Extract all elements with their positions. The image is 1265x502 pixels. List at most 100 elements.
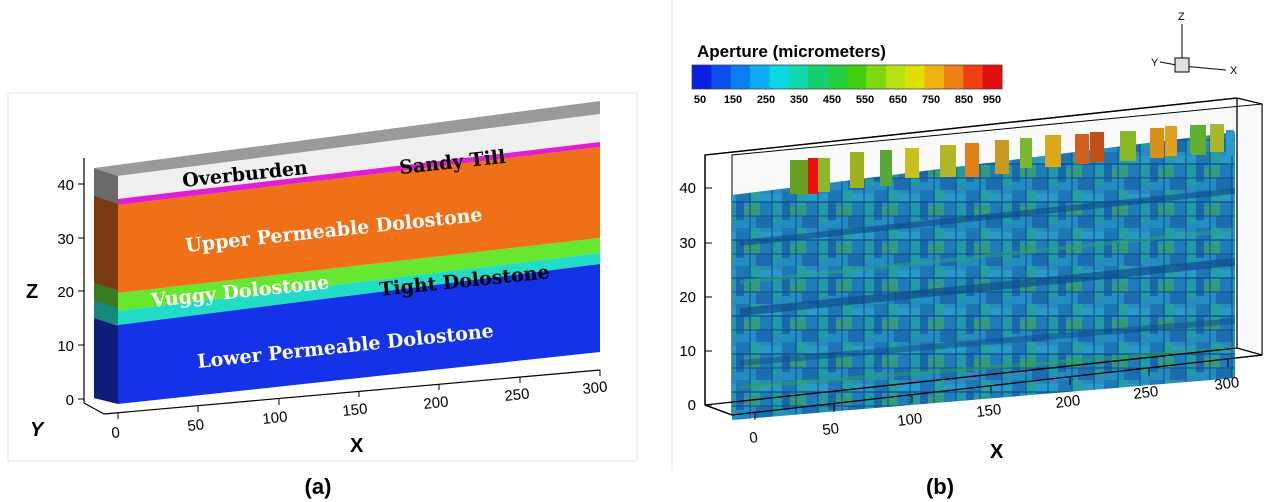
fracture-plane [995, 140, 1009, 174]
b-x-tick-label: 200 [1054, 392, 1081, 412]
b-x-tick-label: 250 [1132, 383, 1159, 403]
fracture-plane [1090, 132, 1104, 162]
block-left-face-lower [94, 318, 118, 404]
fracture-bands [740, 188, 1235, 389]
fracture-plane [1075, 134, 1089, 164]
colorbar-border [691, 64, 1003, 90]
fracture-plane [850, 152, 864, 188]
triad-cube [1174, 57, 1190, 73]
a-x-axis-title: X [350, 435, 364, 457]
fracture-plane [1190, 125, 1206, 155]
b-x-tick-label: 150 [975, 401, 1002, 421]
colorbar-tick-label: 450 [823, 94, 841, 106]
layer-lower-permeable [118, 264, 600, 404]
colorbar-swatch [769, 65, 790, 89]
colorbar-tick-label: 50 [694, 94, 706, 106]
colorbar-tick-label: 950 [983, 94, 1001, 106]
a-x-axis-line [103, 369, 601, 415]
colorbar-title: Aperture (micrometers) [697, 42, 886, 61]
bbox-front-top [704, 97, 1238, 156]
a-x-tick-label: 250 [504, 385, 531, 405]
layer-vuggy [118, 238, 600, 311]
a-x-tick-label: 0 [111, 424, 121, 442]
colorbar-tick-label: 550 [856, 94, 874, 106]
top-fractures [790, 124, 1234, 194]
b-x-tick-label: 300 [1213, 374, 1240, 394]
fracture-band [740, 258, 1235, 316]
layer-overburden [118, 114, 600, 199]
colorbar-swatch [730, 65, 751, 89]
fracture-plane [1226, 130, 1234, 156]
colorbar-swatch [885, 65, 906, 89]
colorbar-swatch [924, 65, 945, 89]
panel-a-label: (a) [305, 474, 332, 499]
colorbar-tick-label: 350 [790, 94, 808, 106]
colorbar-tick-label: 250 [757, 94, 775, 106]
a-x-ticks: 0 50 100 150 200 250 300 [111, 370, 608, 442]
a-z-tick-label: 20 [57, 284, 74, 301]
triad-y-label: Y [1151, 57, 1159, 69]
fracture-plane [965, 143, 979, 177]
block-left-face-green [94, 283, 118, 308]
colorbar [691, 64, 1003, 90]
fracture-band [740, 188, 1235, 246]
a-x-tick-label: 150 [342, 400, 369, 420]
fracture-plane [818, 158, 830, 192]
a-z-tick-label: 30 [57, 231, 74, 248]
colorbar-tick-label: 150 [724, 94, 742, 106]
a-y-axis-line [83, 402, 105, 415]
colorbar-swatch [982, 65, 1003, 89]
a-y-axis-title: Y [30, 419, 45, 441]
layer-upper-permeable [118, 147, 600, 293]
block-left-face-orange [94, 196, 118, 290]
colorbar-swatch [750, 65, 771, 89]
a-z-tick-label: 40 [57, 177, 74, 194]
colorbar-ticks: 50 150 250 350 450 550 650 750 850 950 [694, 94, 1001, 106]
bbox-front-bottom [704, 347, 1238, 406]
fracture-plane [1210, 124, 1224, 152]
colorbar-swatch [866, 65, 887, 89]
b-x-axis-title: X [990, 441, 1004, 463]
colorbar-swatch [711, 65, 732, 89]
colorbar-swatch [943, 65, 964, 89]
colorbar-tick-label: 850 [955, 94, 973, 106]
b-z-tick-label: 0 [688, 397, 696, 414]
a-z-tick-label: 0 [66, 392, 74, 409]
fracture-plane [1020, 138, 1032, 168]
triad-x-label: X [1230, 65, 1238, 77]
triad-z-label: Z [1178, 11, 1185, 23]
colorbar-swatch [905, 65, 926, 89]
fracture-band [740, 228, 1235, 284]
b-x-tick-label: 0 [748, 429, 758, 447]
b-z-tick-label: 20 [679, 289, 696, 306]
colorbar-swatch [963, 65, 984, 89]
fracture-band [740, 318, 1235, 366]
fracture-plane [905, 148, 919, 178]
fracture-plane [790, 160, 808, 194]
colorbar-tick-label: 750 [922, 94, 940, 106]
colorbar-swatch [788, 65, 809, 89]
fracture-plane [940, 145, 956, 177]
b-z-tick-label: 40 [679, 180, 696, 197]
a-z-axis-title: Z [26, 281, 38, 303]
colorbar-swatch [692, 65, 712, 89]
fracture-plane [808, 158, 818, 194]
panel-a: Overburden Sandy Till Upper Permeable Do… [7, 92, 638, 499]
b-x-axis-line [731, 354, 1263, 416]
a-x-tick-label: 100 [262, 408, 289, 428]
bbox-right-depth [1236, 347, 1263, 356]
colorbar-swatch [808, 65, 829, 89]
b-x-ticks: 0 50 100 150 200 250 300 [748, 359, 1240, 447]
fracture-plane [880, 150, 892, 186]
a-z-tick-label: 10 [57, 338, 74, 355]
fracture-plane [1165, 126, 1177, 156]
colorbar-swatch [847, 65, 867, 89]
b-z-tick-label: 10 [679, 343, 696, 360]
a-x-tick-label: 200 [423, 393, 450, 413]
colorbar-swatch [827, 65, 848, 89]
colorbar-tick-label: 650 [889, 94, 907, 106]
a-z-ticks: 0 10 20 30 40 [57, 177, 84, 409]
b-x-tick-label: 100 [896, 410, 923, 430]
panel-b-label: (b) [926, 474, 954, 499]
layer-tight [118, 253, 600, 325]
